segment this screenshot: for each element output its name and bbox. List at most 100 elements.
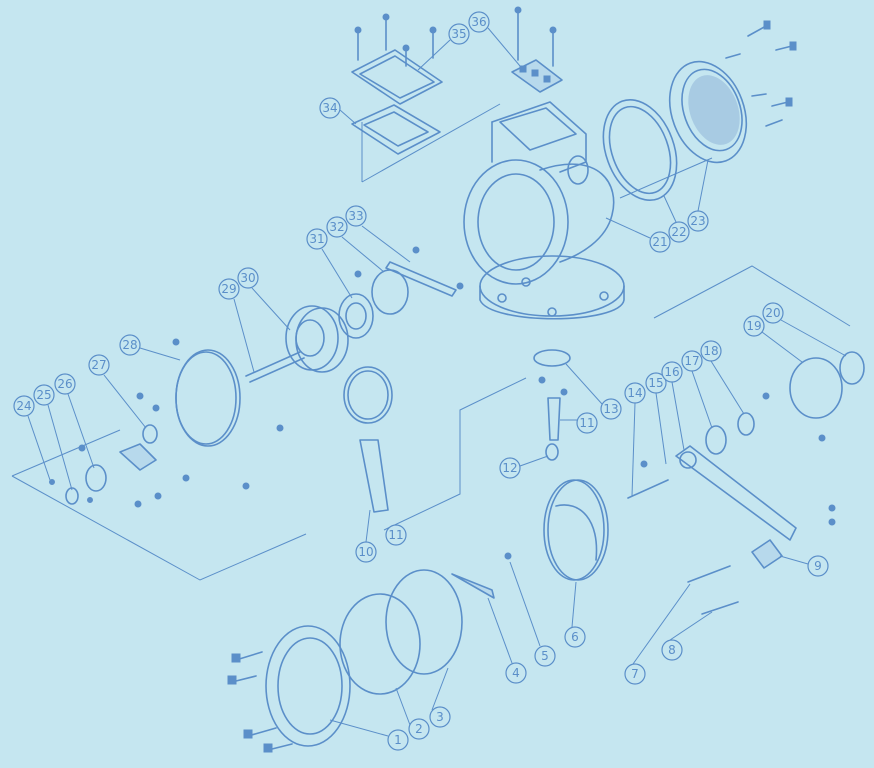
block-9: [751, 539, 783, 569]
callout-28: 28: [119, 334, 141, 356]
part-number-label: 13: [603, 402, 618, 416]
part-number-label: 3: [436, 710, 444, 724]
window-ring-23: [668, 60, 748, 164]
callout-23: 23: [687, 210, 709, 232]
small-parts-left: [49, 338, 284, 508]
socket-plate-13: [533, 349, 571, 461]
part-number-label: 11: [388, 528, 403, 542]
glass-2: [339, 593, 421, 695]
part-number-label: 2: [415, 722, 423, 736]
callout-33: 33: [345, 205, 367, 227]
part-number-label: 27: [91, 358, 106, 372]
part-number-label: 5: [541, 649, 549, 663]
washer-17-18: [705, 412, 755, 455]
part-number-label: 9: [814, 559, 822, 573]
callout-22: 22: [668, 221, 690, 243]
part-number-label: 24: [16, 399, 31, 413]
part-number-label: 36: [471, 15, 486, 29]
shaft-29: [245, 351, 305, 383]
cover-plate: [351, 49, 443, 105]
gear-20: [839, 351, 865, 385]
back-plate-28: [175, 349, 241, 447]
housing-body: [463, 101, 625, 320]
callout-36: 36: [468, 11, 490, 33]
part-number-label: 14: [627, 386, 642, 400]
bezel-1: [265, 625, 351, 747]
window-screws: [725, 20, 797, 127]
callout-31: 31: [306, 228, 328, 250]
callout-9: 9: [807, 555, 829, 577]
part-number-label: 21: [652, 235, 667, 249]
part-number-label: 15: [648, 376, 663, 390]
part-number-label: 12: [502, 461, 517, 475]
part-number-label: 28: [122, 338, 137, 352]
part-number-label: 35: [451, 27, 466, 41]
terminal-block-36: [511, 59, 563, 93]
bourdon-tube-10: [343, 366, 393, 513]
callout-25: 25: [33, 384, 55, 406]
callout-14: 14: [624, 382, 646, 404]
screws-7-8: [687, 392, 836, 615]
callout-6: 6: [564, 626, 586, 648]
part-number-label: 29: [221, 282, 236, 296]
part-number-label: 11: [579, 416, 594, 430]
part-number-label: 31: [309, 232, 324, 246]
plate-19: [789, 357, 843, 419]
plate-32: [371, 269, 409, 315]
callout-32: 32: [326, 216, 348, 238]
callout-29: 29: [218, 278, 240, 300]
callout-8: 8: [661, 639, 683, 661]
part-number-label: 30: [240, 271, 255, 285]
callout-16: 16: [661, 361, 683, 383]
gasket-34: [351, 104, 441, 155]
callout-11a: 11: [385, 524, 407, 546]
cover-screws: [354, 6, 557, 67]
part-number-label: 22: [671, 225, 686, 239]
part-number-label: 17: [684, 354, 699, 368]
dial-6: [543, 479, 609, 581]
part-number-label: 10: [358, 545, 373, 559]
part-number-label: 8: [668, 643, 676, 657]
part-number-label: 34: [322, 101, 337, 115]
callout-13: 13: [600, 398, 622, 420]
gasket-3: [385, 569, 463, 675]
part-number-label: 18: [703, 344, 718, 358]
part-number-label: 25: [36, 388, 51, 402]
part-number-label: 4: [512, 666, 520, 680]
callout-24: 24: [13, 395, 35, 417]
callout-26: 26: [54, 373, 76, 395]
leader-lines: [27, 27, 847, 737]
callout-12: 12: [499, 457, 521, 479]
callout-5: 5: [534, 645, 556, 667]
callout-34: 34: [319, 97, 341, 119]
part-number-label: 33: [348, 209, 363, 223]
link-16: [675, 445, 797, 541]
callout-11b: 11: [576, 412, 598, 434]
part-number-label: 7: [631, 667, 639, 681]
part-number-label: 20: [765, 306, 780, 320]
callout-2: 2: [408, 718, 430, 740]
callout-30: 30: [237, 267, 259, 289]
bezel-screws: [227, 651, 293, 753]
callout-17: 17: [681, 350, 703, 372]
pointer-4: [451, 552, 512, 599]
callout-10: 10: [355, 541, 377, 563]
bracket-33: [354, 246, 464, 297]
part-number-label: 32: [329, 220, 344, 234]
part-number-label: 19: [746, 319, 761, 333]
callout-15: 15: [645, 372, 667, 394]
pin-14: [627, 460, 669, 499]
part-number-label: 1: [394, 733, 402, 747]
gasket-22: [602, 98, 678, 202]
callout-19: 19: [743, 315, 765, 337]
part-number-label: 26: [57, 377, 72, 391]
spacer-31: [338, 293, 374, 339]
callout-21: 21: [649, 231, 671, 253]
callout-20: 20: [762, 302, 784, 324]
movement-30: [285, 305, 349, 373]
callout-3: 3: [429, 706, 451, 728]
part-number-label: 23: [690, 214, 705, 228]
callout-1: 1: [387, 729, 409, 751]
